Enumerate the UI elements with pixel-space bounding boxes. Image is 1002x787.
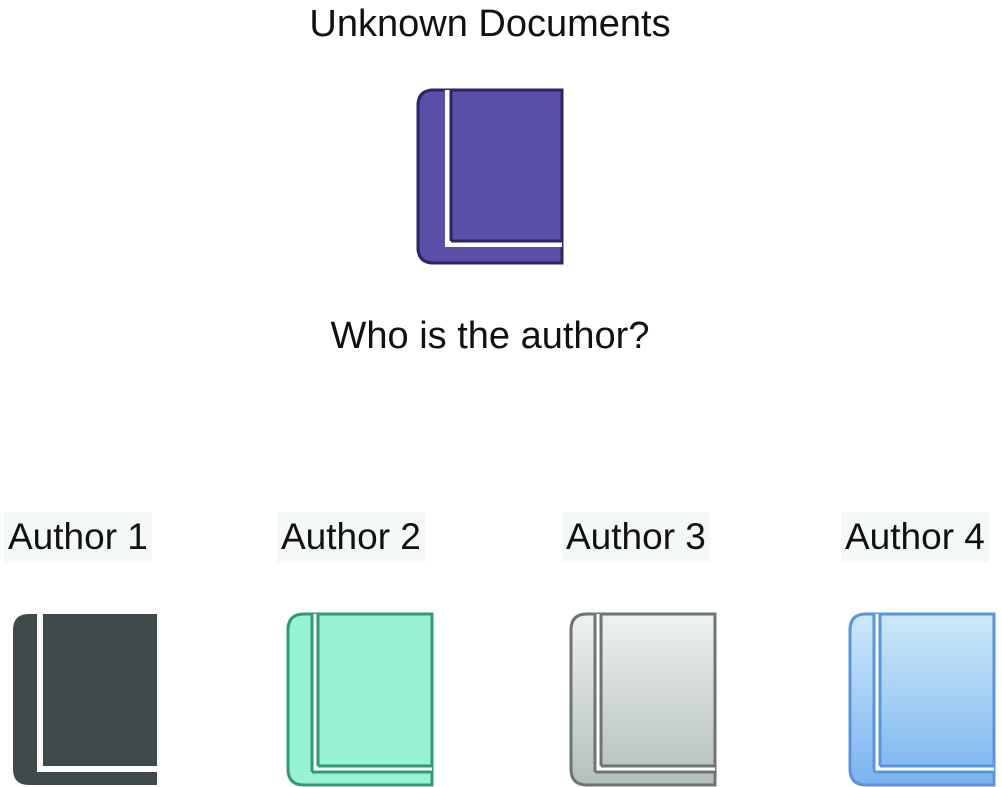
author-4-book-icon <box>846 611 996 787</box>
author-2-label: Author 2 <box>277 512 425 562</box>
author-3-book-icon <box>567 611 717 787</box>
page-title: Unknown Documents <box>309 3 671 45</box>
author-3-label: Author 3 <box>562 512 710 562</box>
author-4-label: Author 4 <box>841 512 989 562</box>
author-1-book-icon <box>9 611 159 787</box>
author-2-book-icon <box>284 611 434 787</box>
question-text: Who is the author? <box>330 315 650 357</box>
unknown-document-book-icon <box>414 87 564 267</box>
author-1-label: Author 1 <box>4 512 152 562</box>
